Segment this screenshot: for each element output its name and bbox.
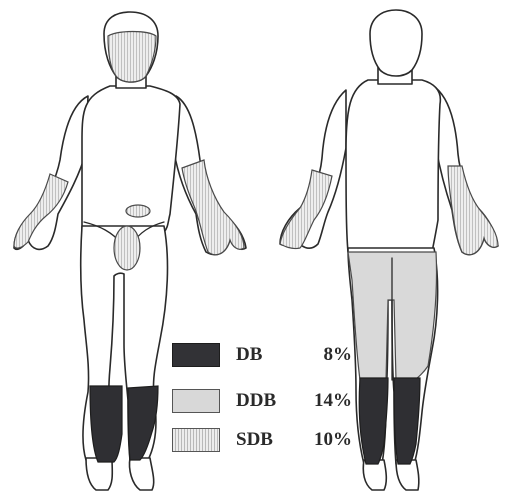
legend-swatch-sdb [172, 428, 220, 452]
front-right-foot [129, 458, 153, 490]
front-right-forearm-sdb [182, 160, 244, 255]
front-figure [14, 12, 246, 490]
legend-swatch-ddb [172, 389, 220, 413]
legend-row-ddb: DDB 14% [172, 389, 352, 415]
legend-label-db: DB [236, 344, 262, 366]
legend-percent-sdb: 10% [314, 429, 352, 451]
front-abdomen-sdb [126, 205, 150, 217]
back-right-forearm-sdb [448, 166, 498, 255]
legend-label-sdb: SDB [236, 429, 273, 451]
legend-percent-db: 8% [324, 344, 353, 366]
front-right-shin-db [128, 386, 158, 460]
back-head [370, 10, 422, 76]
front-left-foot [86, 458, 112, 490]
front-left-shin-db [90, 386, 122, 462]
back-torso [346, 80, 440, 252]
legend-percent-ddb: 14% [314, 390, 352, 412]
legend-row-sdb: SDB 10% [172, 428, 352, 454]
legend-swatch-db [172, 343, 220, 367]
front-groin-sdb [114, 226, 140, 270]
back-figure [280, 10, 498, 490]
front-face-sdb [108, 32, 156, 83]
legend-row-db: DB 8% [172, 343, 352, 369]
legend-label-ddb: DDB [236, 390, 276, 412]
